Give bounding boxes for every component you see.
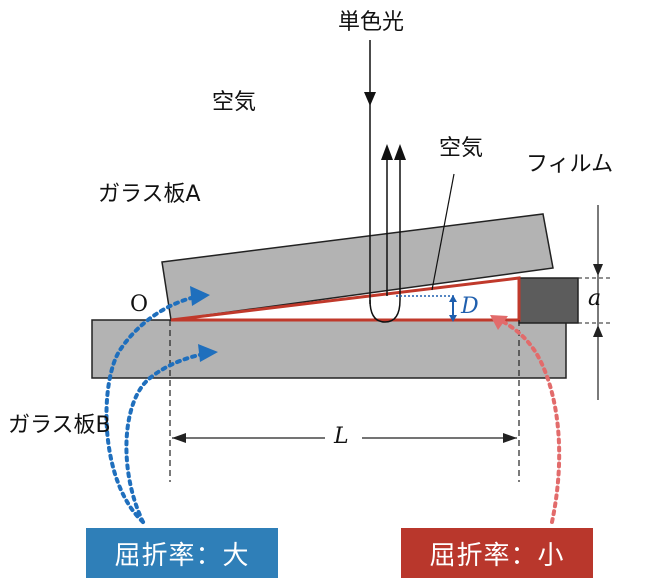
blue-pointer-arrow-2 [124,350,215,524]
glass-b-label: ガラス板B [8,413,111,438]
origin-label: O [130,292,149,317]
length-label: L [334,424,349,449]
glass-a-label: ガラス板A [98,182,201,207]
air-outside-label: 空気 [212,90,257,115]
film-thickness-arrow-bottom [593,325,603,337]
air-gap-label: 空気 [439,136,484,161]
length-arrow-left [172,433,186,443]
red-pointer-arrow [498,318,562,524]
red-pointer-arrow-head [490,315,508,330]
light-ray-out-1-arrowhead [381,144,393,160]
blue-pointer-arrow-1-head [190,286,210,306]
film-thickness-label: a [588,286,602,311]
glass-plate-a [161,213,554,321]
blue-pointer-arrow-2-head [198,344,218,362]
light-ray-in-arrowhead [364,92,376,106]
light-ray-reflection [369,299,401,323]
blue-pointer-arrow-1 [104,293,207,524]
length-arrow-right [503,433,517,443]
glass-plate-b [91,319,567,379]
film-label: フィルム [526,152,614,177]
light-ray-out-2-arrowhead [394,144,406,160]
gap-arrow-bottom [449,315,457,322]
gap-width-label: D [461,294,479,319]
refractive-index-small-badge: 屈折率：小 [401,528,593,578]
film-thickness-arrow-top [593,264,603,276]
gap-arrow-top [449,295,457,302]
refractive-index-large-badge: 屈折率：大 [86,528,278,578]
air-gap-pointer [431,173,455,291]
film-block [518,277,579,324]
light-label: 単色光 [338,10,405,35]
